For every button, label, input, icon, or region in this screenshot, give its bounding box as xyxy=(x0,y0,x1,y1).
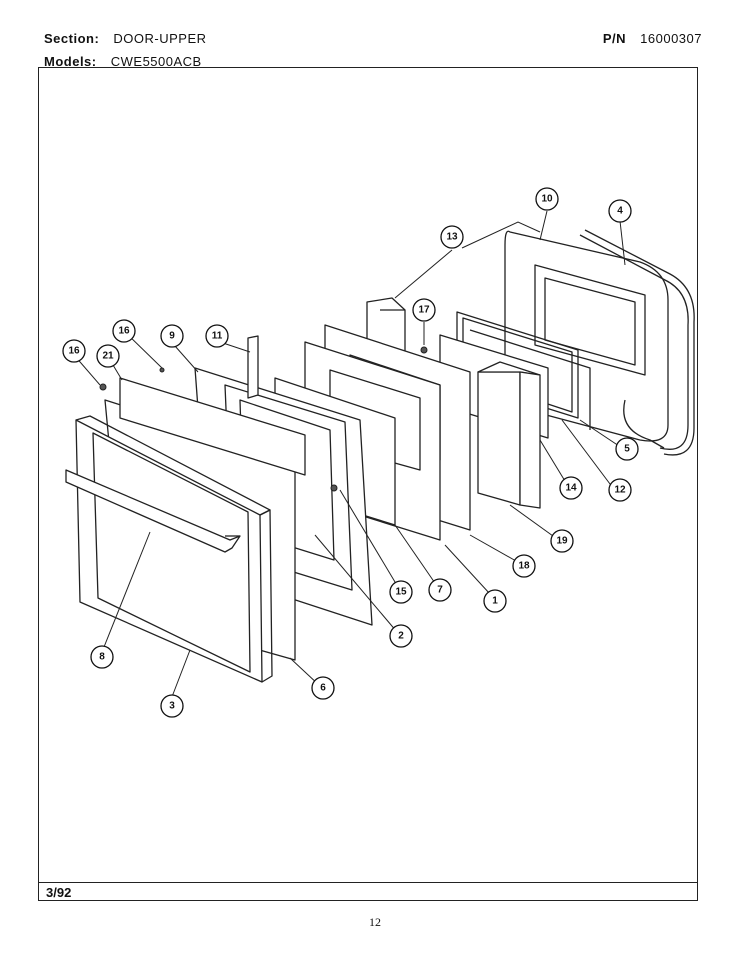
callout-19: 19 xyxy=(550,529,574,553)
page-number: 12 xyxy=(369,915,381,929)
callout-6: 6 xyxy=(311,676,335,700)
callout-13: 13 xyxy=(440,225,464,249)
callout-1: 1 xyxy=(483,589,507,613)
callout-15: 15 xyxy=(389,580,413,604)
svg-text:3: 3 xyxy=(169,701,175,712)
svg-text:21: 21 xyxy=(102,351,114,362)
glass-panel-21 xyxy=(119,377,306,476)
svg-text:15: 15 xyxy=(395,587,407,598)
svg-text:11: 11 xyxy=(212,331,223,342)
svg-text:16: 16 xyxy=(68,346,80,357)
section-heading: Section: DOOR-UPPER xyxy=(44,31,207,46)
svg-text:17: 17 xyxy=(418,305,430,316)
svg-text:9: 9 xyxy=(169,331,175,342)
diagram-frame xyxy=(38,67,698,901)
svg-text:8: 8 xyxy=(99,652,105,663)
callout-3: 3 xyxy=(160,694,184,718)
callout-2: 2 xyxy=(389,624,413,648)
screws xyxy=(99,346,428,492)
callout-21: 21 xyxy=(96,344,120,368)
footer-divider xyxy=(38,882,698,883)
svg-text:2: 2 xyxy=(398,631,404,642)
callout-10: 10 xyxy=(535,187,559,211)
svg-text:10: 10 xyxy=(541,194,553,205)
section-label: Section: xyxy=(44,31,100,46)
callout-16-top: 16 xyxy=(112,319,136,343)
section-value: DOOR-UPPER xyxy=(113,31,207,46)
door-handle-8 xyxy=(65,469,241,553)
models-heading: Models: CWE5500ACB xyxy=(44,54,202,69)
callout-12: 12 xyxy=(608,478,632,502)
svg-text:13: 13 xyxy=(446,232,458,243)
svg-text:5: 5 xyxy=(624,444,630,455)
insulation-19 xyxy=(477,361,541,509)
models-value: CWE5500ACB xyxy=(110,54,202,69)
models-label: Models: xyxy=(44,54,97,69)
revision-date: 3/92 xyxy=(46,885,72,900)
svg-text:4: 4 xyxy=(617,206,623,217)
svg-text:12: 12 xyxy=(614,485,626,496)
callout-5: 5 xyxy=(615,437,639,461)
callout-18: 18 xyxy=(512,554,536,578)
callout-4: 4 xyxy=(608,199,632,223)
svg-text:16: 16 xyxy=(118,326,130,337)
callout-16-left: 16 xyxy=(62,339,86,363)
svg-text:1: 1 xyxy=(492,596,498,607)
callout-9: 9 xyxy=(160,324,184,348)
door-gasket xyxy=(579,229,695,456)
part-number-heading: P/N 16000307 xyxy=(603,31,702,46)
svg-text:19: 19 xyxy=(556,536,568,547)
part-number-label: P/N xyxy=(602,31,627,46)
callout-7: 7 xyxy=(428,578,452,602)
svg-text:18: 18 xyxy=(518,561,530,572)
hinge-bracket-11 xyxy=(247,335,259,399)
part-number-value: 16000307 xyxy=(640,31,702,46)
callout-8: 8 xyxy=(90,645,114,669)
outer-door-frame-3 xyxy=(75,415,273,683)
callout-11: 11 xyxy=(205,324,229,348)
svg-text:6: 6 xyxy=(320,683,326,694)
svg-text:14: 14 xyxy=(565,483,577,494)
callout-14: 14 xyxy=(559,476,583,500)
svg-text:7: 7 xyxy=(437,585,443,596)
callout-17: 17 xyxy=(412,298,436,322)
